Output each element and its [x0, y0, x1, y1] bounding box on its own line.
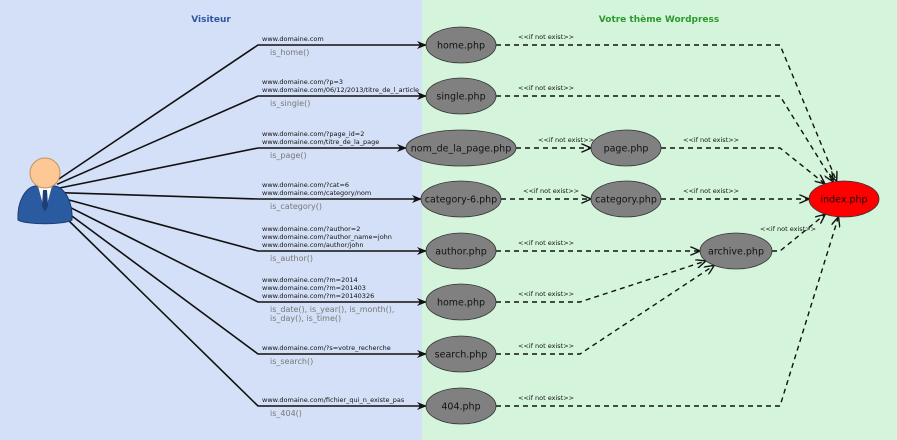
- conditional-tag: is_single(): [270, 99, 310, 108]
- visitor-zone-title: Visiteur: [191, 15, 231, 25]
- template-node-e404: 404.php: [425, 387, 497, 425]
- fallback-label: <<if not exist>>: [683, 136, 739, 144]
- request-labels: www.domaine.com is_home() www.domaine.com/…: [262, 35, 419, 418]
- node-label: index.php: [820, 195, 867, 206]
- fallback-edge-3: [661, 147, 825, 184]
- node-shape: [425, 26, 497, 64]
- conditional-tag: is_author(): [270, 254, 313, 263]
- node-label: archive.php: [708, 247, 764, 258]
- node-shape: [425, 335, 497, 373]
- request-url: www.domaine.com/category/nom: [262, 189, 371, 197]
- request-url: www.domaine.com/?author_name=john: [262, 233, 392, 241]
- fallback-label: <<if not exist>>: [518, 33, 574, 41]
- conditional-tag: is_home(): [270, 48, 309, 57]
- request-url: www.domaine.com/?author=2: [262, 225, 360, 233]
- template-node-category: category.php: [590, 180, 662, 218]
- request-edges: [56, 41, 427, 410]
- fallback-label: <<if not exist>>: [538, 136, 594, 144]
- request-url: www.domaine.com/?p=3: [262, 78, 343, 86]
- fallback-edge-8: [496, 265, 714, 355]
- user-icon: [17, 157, 73, 225]
- node-shape: [590, 180, 662, 218]
- request-edge-4: [56, 195, 427, 255]
- node-label: search.php: [435, 350, 488, 361]
- request-edge-2: [56, 144, 407, 190]
- conditional-tag: is_404(): [270, 409, 302, 418]
- request-url: www.domaine.com/?m=2014: [262, 276, 358, 284]
- request-url: www.domaine.com: [262, 35, 324, 43]
- template-node-home-main: home.php: [425, 26, 497, 64]
- conditional-tag: is_page(): [270, 151, 307, 160]
- node-shape: [590, 129, 662, 167]
- fallback-label: <<if not exist>>: [518, 290, 574, 298]
- node-shape: [699, 232, 773, 270]
- node-label: home.php: [437, 41, 485, 52]
- request-url: www.domaine.com/06/12/2013/titre_de_l_ar…: [262, 86, 419, 94]
- node-shape: [425, 283, 497, 321]
- request-edge-6: [56, 204, 427, 358]
- node-label: author.php: [435, 247, 487, 258]
- node-shape: [420, 180, 502, 218]
- node-label: page.php: [604, 144, 649, 155]
- request-url: www.domaine.com/?page_id=2: [262, 130, 364, 138]
- fallback-edge-9: [772, 214, 825, 252]
- node-label: 404.php: [441, 402, 480, 413]
- theme-zone: [422, 0, 897, 440]
- request-url: www.domaine.com/fichier_qui_n_existe_pas: [262, 396, 405, 404]
- template-nodes: home.php single.php nom_de_la_page.php page…: [405, 26, 880, 425]
- request-edge-7: [56, 208, 427, 410]
- template-node-author: author.php: [425, 232, 497, 270]
- fallback-label: <<if not exist>>: [523, 187, 579, 195]
- request-edge-5: [56, 200, 427, 306]
- conditional-tag: is_date(), is_year(), is_month(),: [270, 305, 394, 314]
- conditional-tag: is_search(): [270, 357, 313, 366]
- node-label: category-6.php: [425, 195, 497, 206]
- fallback-edge-1: [496, 95, 833, 182]
- fallback-label: <<if not exist>>: [518, 84, 574, 92]
- template-node-category6: category-6.php: [420, 180, 502, 218]
- node-shape: [425, 77, 497, 115]
- fallback-label: <<if not exist>>: [683, 187, 739, 195]
- template-node-archive: archive.php: [699, 232, 773, 270]
- template-node-home-date: home.php: [425, 283, 497, 321]
- fallback-edge-0: [496, 44, 837, 181]
- request-url: www.domaine.com/?m=201403: [262, 284, 366, 292]
- request-url: www.domaine.com/?m=20140326: [262, 292, 374, 300]
- template-node-single: single.php: [425, 77, 497, 115]
- theme-zone-title: Votre thème Wordpress: [599, 14, 719, 25]
- template-node-index: index.php: [808, 180, 880, 218]
- fallback-label: <<if not exist>>: [518, 342, 574, 350]
- conditional-tag: is_category(): [270, 202, 322, 211]
- node-label: home.php: [437, 298, 485, 309]
- fallback-label: <<if not exist>>: [518, 239, 574, 247]
- node-shape: [425, 387, 497, 425]
- request-url: www.domaine.com/titre_de_la_page: [262, 138, 379, 146]
- template-node-nom-de-la-page: nom_de_la_page.php: [405, 129, 517, 167]
- fallback-edge-7: [496, 261, 706, 303]
- conditional-tag: is_day(), is_time(): [270, 314, 341, 323]
- node-shape: [808, 180, 880, 218]
- node-label: nom_de_la_page.php: [411, 144, 512, 155]
- request-edge-1: [56, 92, 427, 186]
- request-edge-0: [56, 41, 427, 181]
- node-label: single.php: [436, 92, 485, 103]
- request-url: www.domaine.com/?s=votre_recherche: [262, 344, 391, 352]
- fallback-edges: <<if not exist>> <<if not exist>> <<if not…: [496, 33, 839, 407]
- fallback-label: <<if not exist>>: [518, 394, 574, 402]
- template-node-search: search.php: [425, 335, 497, 373]
- request-url: www.domaine.com/?cat=6: [262, 181, 349, 189]
- request-url: www.domaine.com/author/john: [262, 241, 364, 249]
- node-shape: [425, 232, 497, 270]
- fallback-edge-10: [496, 217, 839, 407]
- node-label: category.php: [595, 195, 657, 206]
- request-edge-3: [56, 191, 422, 203]
- fallback-label: <<if not exist>>: [760, 225, 816, 233]
- node-shape: [405, 129, 517, 167]
- template-node-page: page.php: [590, 129, 662, 167]
